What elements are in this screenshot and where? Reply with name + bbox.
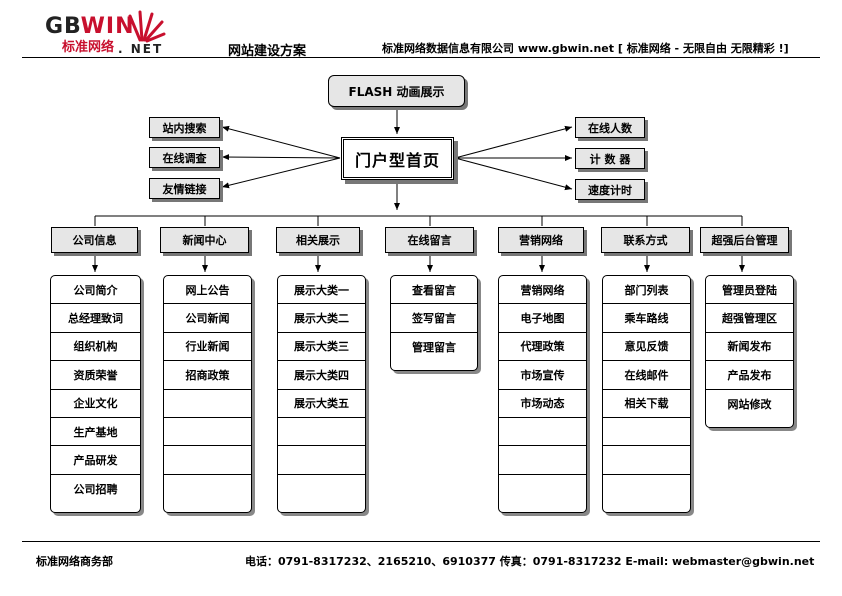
list-item xyxy=(499,418,586,447)
list-item: 产品研发 xyxy=(51,446,140,475)
header-rule xyxy=(22,57,820,58)
section-title-company-info: 公司信息 xyxy=(51,227,138,253)
footer-rule xyxy=(22,541,820,542)
list-item: 营销网络 xyxy=(499,276,586,305)
left-node-online-survey: 在线调查 xyxy=(149,147,220,168)
document-title: 网站建设方案 xyxy=(228,44,307,59)
footer-contact: 电话：0791-8317232、2165210、6910377 传真：0791-… xyxy=(245,555,815,568)
list-item: 生产基地 xyxy=(51,418,140,447)
list-item: 公司新闻 xyxy=(164,304,251,333)
section-title-guestbook: 在线留言 xyxy=(385,227,474,253)
list-item: 企业文化 xyxy=(51,390,140,418)
company-line: 标准网络数据信息有限公司 www.gbwin.net [ 标准网络 - 无限自由… xyxy=(382,42,789,55)
list-item: 展示大类一 xyxy=(278,276,365,305)
list-item xyxy=(164,390,251,418)
list-item: 网上公告 xyxy=(164,276,251,305)
left-node-friend-links: 友情链接 xyxy=(149,178,220,199)
list-item xyxy=(499,446,586,475)
list-item xyxy=(278,446,365,475)
list-item: 展示大类二 xyxy=(278,304,365,333)
footer-department: 标准网络商务部 xyxy=(36,555,113,568)
list-item: 新闻发布 xyxy=(706,333,793,362)
list-item: 公司招聘 xyxy=(73,482,118,496)
list-item: 公司简介 xyxy=(51,276,140,305)
list-news-center: 网上公告 公司新闻 行业新闻 招商政策 xyxy=(163,275,252,513)
left-node-site-search: 站内搜索 xyxy=(149,117,220,138)
list-admin: 管理员登陆 超强管理区 新闻发布 产品发布 网站修改 xyxy=(705,275,794,428)
list-item: 总经理致词 xyxy=(51,304,140,333)
list-item: 部门列表 xyxy=(603,276,690,305)
list-item: 签写留言 xyxy=(391,304,477,333)
list-company-info: 公司简介 总经理致词 组织机构 资质荣誉 企业文化 生产基地 产品研发 公司招聘 xyxy=(50,275,141,513)
list-item: 展示大类五 xyxy=(278,390,365,418)
list-showcase: 展示大类一 展示大类二 展示大类三 展示大类四 展示大类五 xyxy=(277,275,366,513)
list-item xyxy=(603,475,690,503)
flash-node: FLASH 动画展示 xyxy=(328,75,465,107)
section-title-marketing: 营销网络 xyxy=(498,227,584,253)
list-item: 展示大类四 xyxy=(278,361,365,390)
section-title-contact: 联系方式 xyxy=(601,227,690,253)
list-item: 行业新闻 xyxy=(164,333,251,362)
logo-burst-icon xyxy=(128,10,166,43)
list-item: 产品发布 xyxy=(706,361,793,390)
list-item: 网站修改 xyxy=(727,397,772,411)
list-item: 组织机构 xyxy=(51,333,140,362)
list-item xyxy=(164,475,251,503)
logo-wordmark: GBWIN xyxy=(45,14,135,39)
right-node-online-count: 在线人数 xyxy=(575,117,645,138)
list-item: 电子地图 xyxy=(499,304,586,333)
right-node-speed-timer: 速度计时 xyxy=(575,179,645,200)
section-title-news-center: 新闻中心 xyxy=(160,227,249,253)
logo-gb-text: GB xyxy=(45,14,81,39)
list-item xyxy=(278,418,365,447)
list-item: 超强管理区 xyxy=(706,304,793,333)
list-marketing: 营销网络 电子地图 代理政策 市场宣传 市场动态 xyxy=(498,275,587,513)
list-item: 意见反馈 xyxy=(603,333,690,362)
list-item xyxy=(603,418,690,447)
list-contact: 部门列表 乘车路线 意见反馈 在线邮件 相关下载 xyxy=(602,275,691,513)
list-item: 管理留言 xyxy=(412,340,456,354)
list-guestbook: 查看留言 签写留言 管理留言 xyxy=(390,275,478,371)
list-item: 相关下载 xyxy=(603,390,690,418)
list-item: 乘车路线 xyxy=(603,304,690,333)
list-item: 市场动态 xyxy=(499,390,586,418)
list-item xyxy=(499,475,586,503)
logo-win-text: WIN xyxy=(80,14,135,39)
list-item: 代理政策 xyxy=(499,333,586,362)
list-item: 市场宣传 xyxy=(499,361,586,390)
home-node: 门户型首页 xyxy=(341,137,454,180)
list-item xyxy=(278,475,365,503)
section-title-showcase: 相关展示 xyxy=(276,227,360,253)
list-item: 查看留言 xyxy=(391,276,477,305)
list-item xyxy=(603,446,690,475)
list-item: 招商政策 xyxy=(164,361,251,390)
logo-net-text: . NET xyxy=(118,42,164,56)
list-item xyxy=(164,418,251,447)
list-item: 在线邮件 xyxy=(603,361,690,390)
list-item: 管理员登陆 xyxy=(706,276,793,305)
list-item: 展示大类三 xyxy=(278,333,365,362)
list-item: 资质荣誉 xyxy=(51,361,140,390)
logo-chinese-text: 标准网络 xyxy=(62,40,115,55)
list-item xyxy=(164,446,251,475)
right-node-counter: 计 数 器 xyxy=(575,148,645,169)
section-title-admin: 超强后台管理 xyxy=(700,227,789,253)
